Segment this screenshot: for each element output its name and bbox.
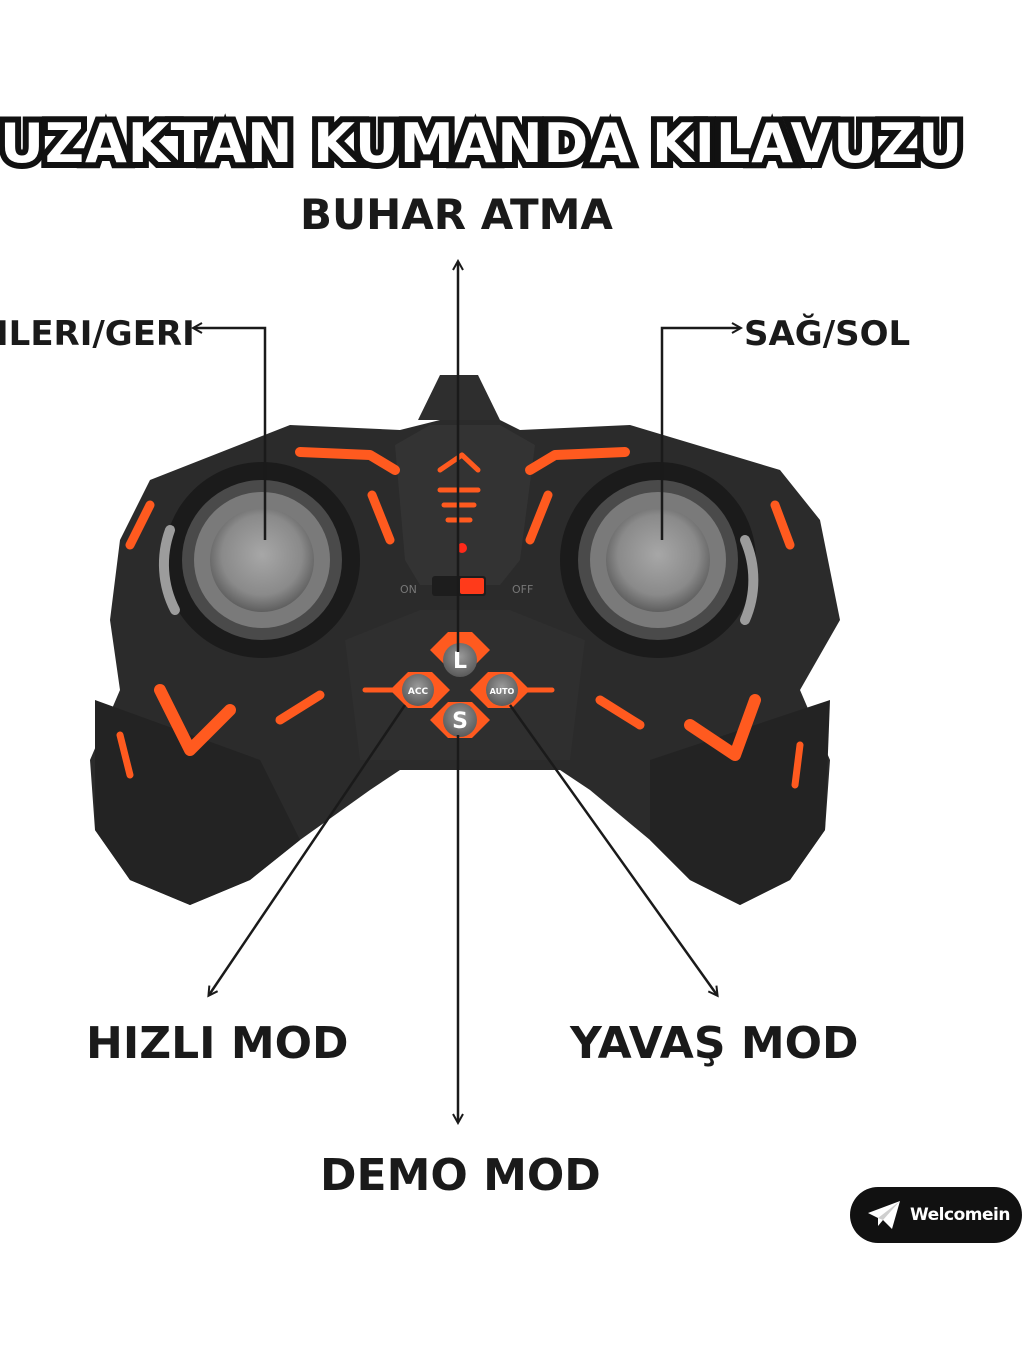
callout-arrows bbox=[194, 262, 740, 1122]
button-acc-label: ACC bbox=[408, 687, 429, 697]
arrow-fast-mode bbox=[209, 704, 407, 995]
arrow-forward-back bbox=[194, 328, 267, 540]
button-s[interactable]: S bbox=[443, 703, 477, 737]
page-title: UZAKTAN KUMANDA KILAVUZU bbox=[0, 106, 968, 181]
button-acc[interactable]: ACC bbox=[402, 674, 434, 706]
arrow-left-right bbox=[660, 328, 740, 540]
arrow-slow-mode bbox=[508, 704, 717, 995]
label-demo-mode: DEMO MOD bbox=[320, 1150, 601, 1201]
brand-badge: Welcomein bbox=[850, 1187, 1022, 1243]
button-s-label: S bbox=[452, 709, 468, 734]
paper-plane-icon bbox=[868, 1201, 900, 1229]
orange-accents bbox=[116, 447, 804, 789]
label-left-right: SAĞ/SOL bbox=[744, 314, 911, 354]
label-slow-mode: YAVAŞ MOD bbox=[570, 1018, 859, 1069]
button-l-label: L bbox=[453, 649, 467, 674]
switch-on-label: ON bbox=[400, 583, 417, 596]
right-joystick[interactable] bbox=[560, 462, 756, 658]
button-l[interactable]: L bbox=[443, 643, 477, 677]
badge-text: Welcomein bbox=[910, 1205, 1010, 1225]
label-forward-back: ILERI/GERI bbox=[0, 314, 195, 354]
label-fast-mode: HIZLI MOD bbox=[86, 1018, 349, 1069]
power-led bbox=[457, 543, 467, 553]
button-auto[interactable]: AUTO bbox=[486, 674, 518, 706]
switch-off-label: OFF bbox=[512, 583, 533, 596]
button-auto-label: AUTO bbox=[490, 687, 515, 696]
label-steam: BUHAR ATMA bbox=[300, 190, 613, 239]
left-joystick[interactable] bbox=[164, 462, 360, 658]
